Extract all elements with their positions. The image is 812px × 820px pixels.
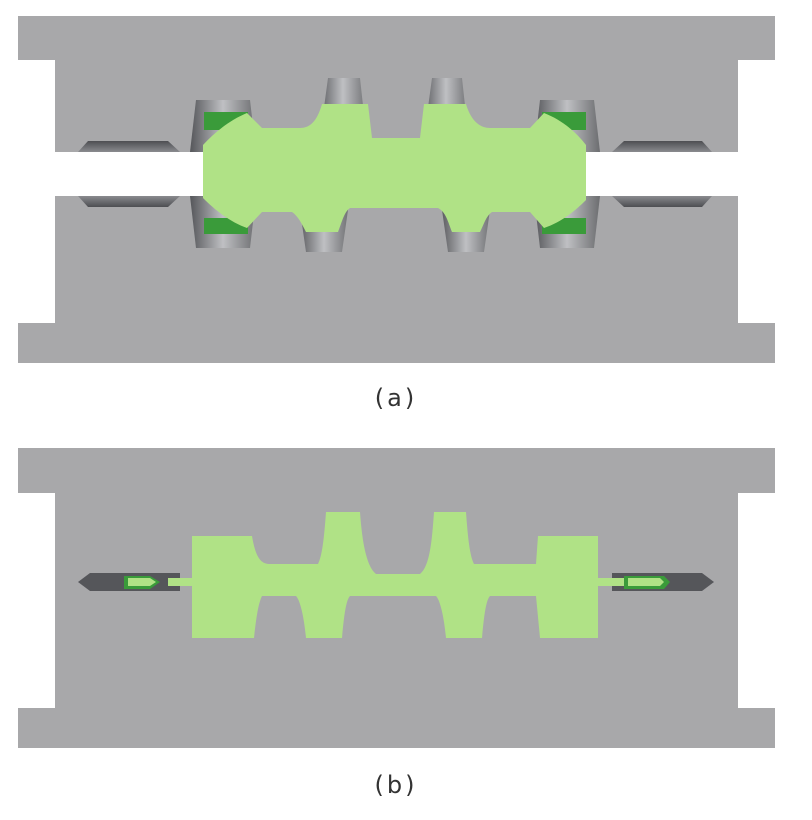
panel-b <box>18 448 775 748</box>
flash-gutter-left-lower-a <box>78 196 180 207</box>
flash-gutter-right-lower-a <box>612 196 712 207</box>
die-body-b <box>18 448 775 748</box>
flash-gutter-right-a <box>612 141 712 152</box>
panel-a <box>18 16 775 363</box>
lower-die-a <box>18 196 775 363</box>
flash-right-light-b <box>628 578 664 586</box>
flash-gutter-left-a <box>78 141 180 152</box>
workpiece-b <box>168 512 624 638</box>
workpiece-a <box>203 104 586 232</box>
caption-a: (a) <box>375 384 417 412</box>
caption-b: (b) <box>375 771 418 799</box>
flash-left-light-b <box>128 578 156 586</box>
upper-die-a <box>18 16 775 152</box>
